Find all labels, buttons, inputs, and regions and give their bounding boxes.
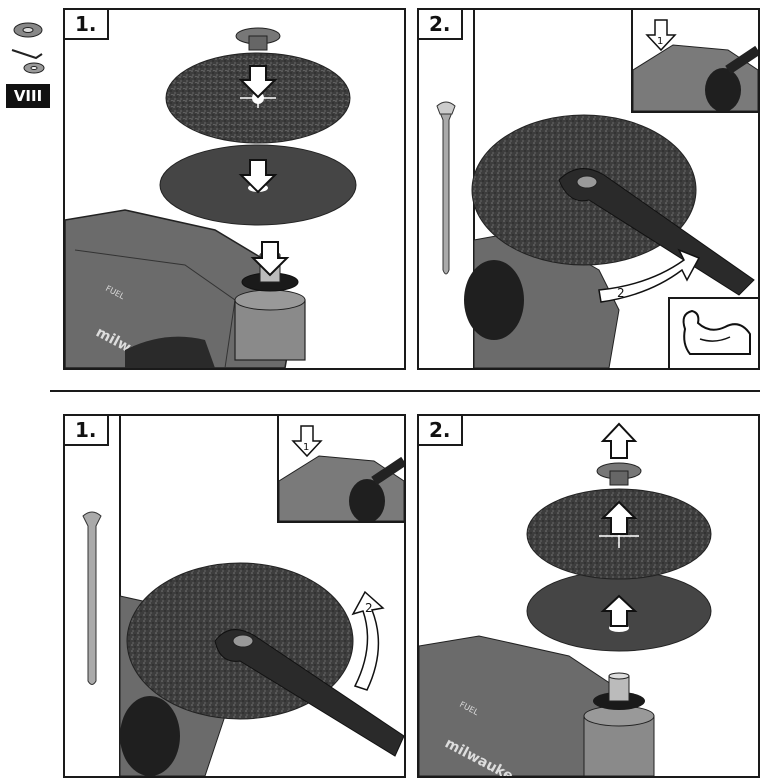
- step-label: 1.: [65, 10, 109, 40]
- flexed-arm-icon: [668, 297, 758, 368]
- disc-wrench-icon: [6, 10, 50, 80]
- tighten-illustration: 2: [436, 10, 755, 368]
- inset-spindle-lock: 1: [277, 416, 404, 523]
- rotate-marker: 2: [365, 601, 373, 615]
- step-label: 1.: [65, 416, 109, 446]
- inset-marker: 1: [303, 442, 309, 453]
- rotate-marker: 2: [617, 286, 625, 300]
- remove-illustration: milwaukee FUEL: [419, 422, 712, 776]
- section-badge: VIII: [6, 84, 50, 108]
- section-divider: [50, 390, 760, 392]
- panel-step-2-tighten: 2. 2 1: [417, 8, 760, 370]
- inset-spindle-lock: 1: [631, 10, 758, 113]
- step-label: 2.: [419, 10, 463, 40]
- loosen-illustration: 2: [82, 416, 404, 776]
- panel-step-1-mount: 1. milwaukee FUEL: [63, 8, 406, 370]
- step-label: 2.: [419, 416, 463, 446]
- mount-illustration: milwaukee FUEL: [65, 27, 357, 368]
- panel-step-2-remove: 2. milwaukee FUEL: [417, 414, 760, 778]
- panel-step-1-loosen: 1. 2 1: [63, 414, 406, 778]
- inset-marker: 1: [657, 36, 663, 47]
